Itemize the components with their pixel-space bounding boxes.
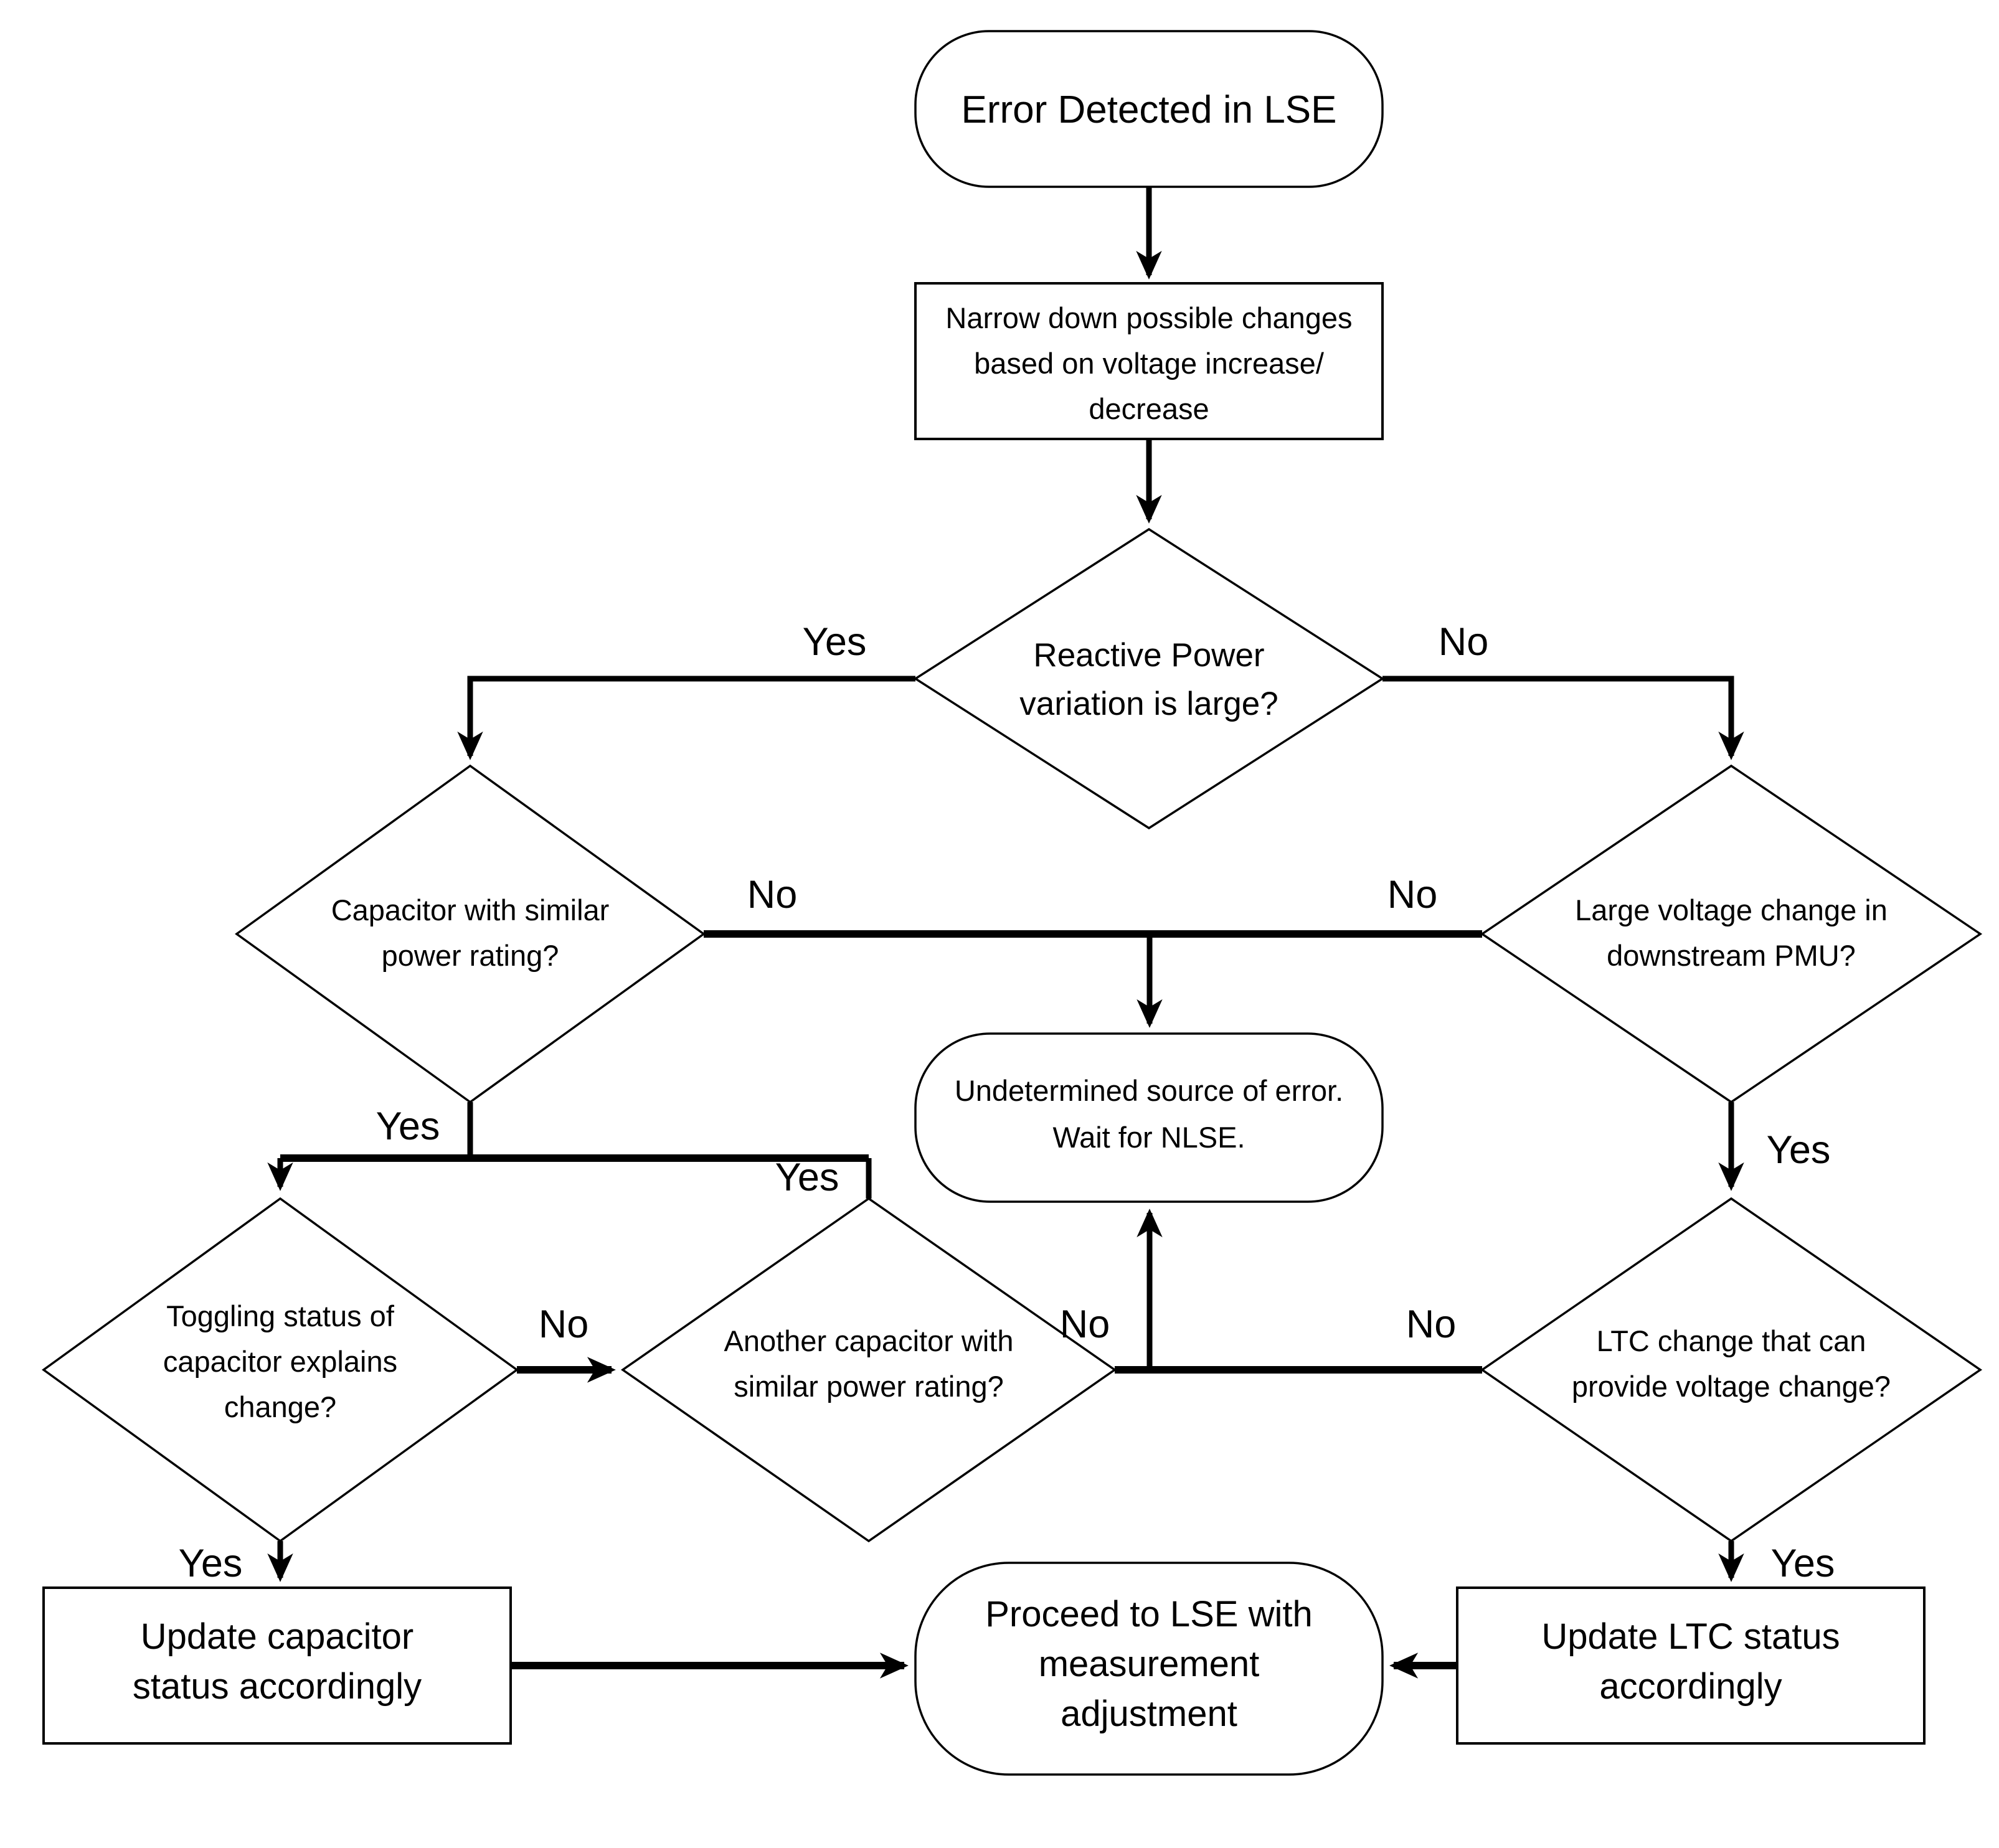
process-narrow-down-line3: decrease: [1089, 392, 1209, 425]
decision-capacitor-similar: [235, 764, 706, 1104]
decision-another-capacitor-line1: Another capacitor with: [724, 1324, 1013, 1357]
decision-downstream-pmu-line1: Large voltage change in: [1575, 893, 1888, 926]
process-update-capacitor-line1: Update capacitor: [141, 1616, 414, 1657]
process-narrow-down: [914, 282, 1384, 440]
terminal-undetermined: [914, 1032, 1384, 1203]
label-toggling-yes: Yes: [179, 1542, 243, 1585]
process-narrow-down-line2: based on voltage increase/: [974, 347, 1325, 380]
decision-downstream-pmu: [1480, 764, 1983, 1104]
process-update-capacitor-line2: status accordingly: [133, 1666, 422, 1707]
label-toggling-no: No: [539, 1303, 589, 1346]
label-capacitor-yes: Yes: [376, 1105, 440, 1148]
process-narrow-down-line1: Narrow down possible changes: [945, 301, 1352, 334]
terminal-error-detected: [914, 30, 1384, 188]
decision-toggling-status-line2: capacitor explains: [163, 1345, 397, 1378]
edge-reactive-no-to-downstream: [1382, 676, 1744, 760]
decision-reactive-power: [913, 527, 1385, 830]
edge-reactive-yes-to-capacitor: [457, 676, 915, 760]
decision-ltc-change-line2: provide voltage change?: [1572, 1370, 1891, 1403]
decision-another-capacitor-line2: similar power rating?: [734, 1370, 1004, 1403]
process-update-capacitor: [42, 1586, 512, 1745]
terminal-error-detected-label: Error Detected in LSE: [961, 88, 1336, 131]
label-reactive-no: No: [1439, 620, 1489, 664]
label-capacitor-no: No: [747, 873, 798, 917]
terminal-proceed-lse-line3: adjustment: [1061, 1694, 1237, 1734]
terminal-proceed-lse-line1: Proceed to LSE with: [985, 1594, 1313, 1634]
decision-reactive-power-line1: Reactive Power: [1033, 637, 1264, 674]
process-update-ltc-line1: Update LTC status: [1541, 1616, 1840, 1657]
decision-reactive-power-line2: variation is large?: [1019, 686, 1278, 722]
terminal-proceed-lse: [914, 1562, 1384, 1776]
label-ltc-no: No: [1406, 1303, 1457, 1346]
decision-downstream-pmu-line2: downstream PMU?: [1607, 939, 1856, 972]
process-update-ltc-line2: accordingly: [1599, 1666, 1782, 1707]
decision-toggling-status: [42, 1197, 519, 1543]
process-update-ltc: [1456, 1586, 1926, 1745]
decision-ltc-change-line1: LTC change that can: [1597, 1324, 1866, 1357]
decision-ltc-change: [1480, 1197, 1983, 1543]
decision-capacitor-similar-line1: Capacitor with similar: [331, 893, 610, 926]
label-downstream-yes: Yes: [1767, 1128, 1831, 1172]
label-reactive-yes: Yes: [803, 620, 867, 664]
label-another-yes: Yes: [775, 1156, 839, 1199]
decision-another-capacitor: [620, 1197, 1117, 1543]
decision-toggling-status-line3: change?: [224, 1390, 336, 1423]
label-ltc-yes: Yes: [1771, 1542, 1835, 1585]
decision-capacitor-similar-line2: power rating?: [382, 939, 559, 972]
terminal-undetermined-line1: Undetermined source of error.: [955, 1074, 1343, 1107]
terminal-proceed-lse-line2: measurement: [1039, 1644, 1260, 1684]
terminal-undetermined-line2: Wait for NLSE.: [1052, 1121, 1245, 1154]
decision-toggling-status-line1: Toggling status of: [166, 1299, 395, 1332]
label-another-no: No: [1060, 1303, 1110, 1346]
label-downstream-no: No: [1387, 873, 1438, 917]
